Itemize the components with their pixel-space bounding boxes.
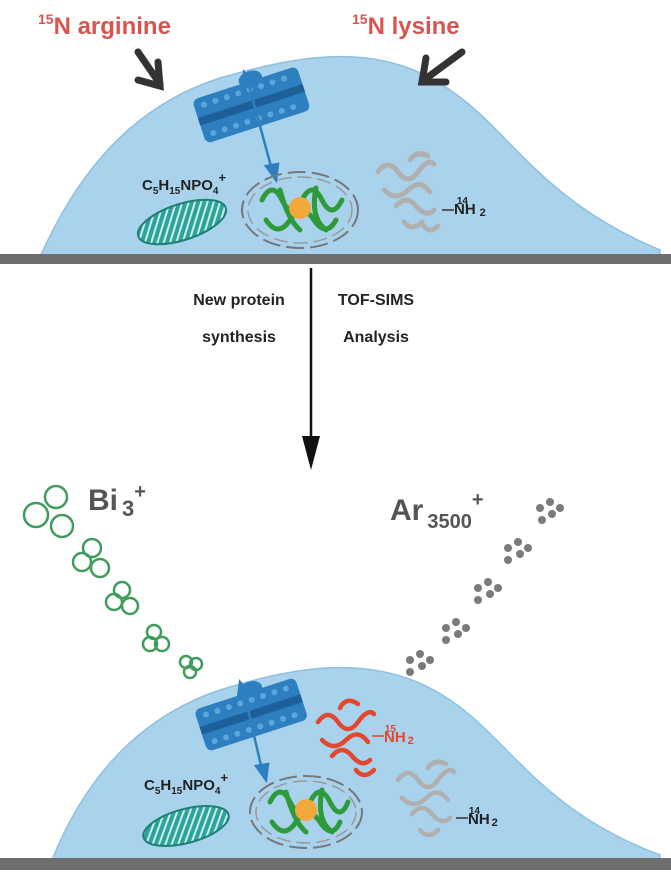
bottom-cell-body [50, 666, 661, 861]
bottom-phosphocholine-label: C5H15NPO4+ [144, 770, 228, 797]
grey-protein-icon [375, 151, 441, 233]
label-lysine: 15N lysine [352, 11, 460, 40]
nucleus-icon [241, 171, 359, 249]
bottom-mitochondrion-icon [142, 805, 230, 847]
middle-left-line-2: synthesis [202, 329, 276, 346]
middle-right-line-1: TOF-SIMS [338, 292, 414, 309]
bottom-grey-protein-icon [395, 759, 457, 838]
top-phosphocholine-label: C5H15NPO4+ [142, 170, 226, 197]
bottom-membrane-arrow-icon [236, 678, 270, 784]
argon-cluster-beam-icon [406, 498, 564, 676]
bottom-membrane-icon [195, 678, 307, 751]
top-cell-body [38, 55, 661, 258]
bismuth-cluster-beam-icon [22, 484, 204, 680]
arrow-in-left-icon [134, 48, 164, 91]
label-arginine: 15N arginine [38, 11, 171, 40]
arrow-in-right-icon [417, 48, 466, 86]
membrane-arrow-icon [240, 68, 280, 184]
red-protein-icon [315, 698, 377, 778]
bottom-cell-group [0, 666, 671, 870]
top-substrate [0, 254, 671, 264]
bottom-substrate [0, 858, 671, 870]
middle-left-line-1: New protein [193, 292, 285, 309]
top-cell-group [0, 48, 671, 264]
bottom-nucleus-icon [249, 775, 363, 849]
mitochondrion-icon [136, 198, 228, 246]
middle-right-line-2: Analysis [343, 329, 409, 346]
process-arrow-head-icon [302, 436, 320, 470]
